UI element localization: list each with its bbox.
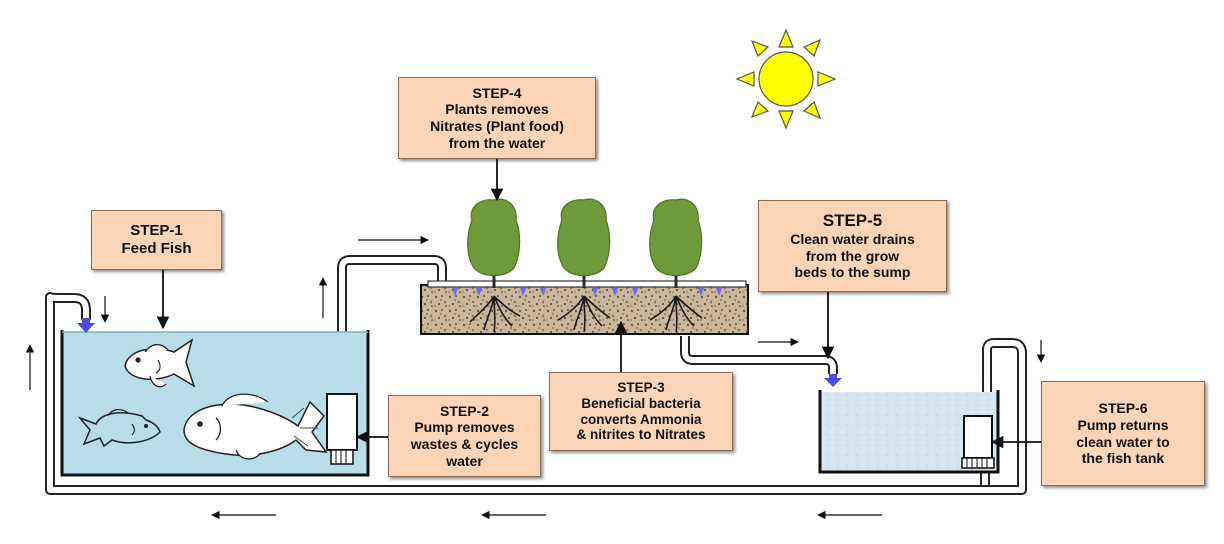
sump-tank [818, 390, 1000, 474]
step-1-label: STEP-1 Feed Fish [91, 210, 222, 270]
callout-pointers [156, 158, 1041, 449]
step-4-title: STEP-4 [472, 84, 522, 101]
step-6-label: STEP-6 Pump returns clean water to the f… [1041, 381, 1205, 486]
plant-icon [649, 198, 703, 333]
step-5-line-2: from the grow [805, 247, 900, 264]
step-3-title: STEP-3 [617, 379, 665, 395]
fish-tank [60, 330, 370, 477]
step-5-label: STEP-5 Clean water drains from the grow … [758, 200, 947, 292]
step-2-label: STEP-2 Pump removes wastes & cycles wate… [388, 395, 541, 477]
step-2-line-3: water [446, 452, 483, 469]
step-5-line-3: beds to the sump [794, 264, 911, 281]
sump-riser-pipe [980, 338, 1027, 495]
pump-icon [326, 393, 358, 465]
supply-pipe [337, 255, 447, 398]
step-1-line-1: Feed Fish [121, 240, 192, 257]
step-6-line-2: clean water to [1076, 433, 1170, 450]
step-4-line-3: from the water [448, 134, 546, 151]
fish-icon [77, 409, 161, 448]
step-6-title: STEP-6 [1098, 400, 1148, 417]
step-4-line-2: Nitrates (Plant food) [430, 118, 564, 134]
fish-icon [124, 338, 196, 388]
fish-icon [183, 393, 328, 460]
drain-pipe [680, 336, 838, 374]
drip-emitters [452, 288, 722, 296]
return-pipe [45, 292, 990, 495]
drip-icon [824, 374, 842, 387]
step-4-line-1: Plants removes [445, 101, 549, 118]
step-4-label: STEP-4 Plants removes Nitrates (Plant fo… [398, 77, 596, 159]
step-3-line-2: converts Ammonia [580, 411, 702, 427]
step-1-title: STEP-1 [130, 222, 183, 240]
flow-arrow-icon [25, 235, 1046, 520]
step-2-line-2: wastes & cycles [410, 436, 519, 452]
grow-bed-tray [427, 280, 747, 288]
step-3-line-1: Beneficial bacteria [581, 395, 701, 411]
plant-icon [467, 198, 521, 333]
step-5-line-1: Clean water drains [790, 231, 915, 248]
step-2-line-1: Pump removes [414, 419, 515, 436]
pump-icon [961, 415, 995, 469]
sun-icon [735, 28, 837, 130]
step-3-label: STEP-3 Beneficial bacteria converts Ammo… [549, 372, 733, 451]
step-6-line-1: Pump returns [1077, 416, 1169, 433]
drip-icon [77, 318, 95, 333]
step-3-line-3: & nitrites to Nitrates [576, 427, 706, 443]
step-6-line-3: the fish tank [1081, 450, 1165, 467]
step-2-title: STEP-2 [439, 402, 489, 419]
plant-icon [557, 198, 611, 333]
step-5-title: STEP-5 [822, 211, 883, 231]
